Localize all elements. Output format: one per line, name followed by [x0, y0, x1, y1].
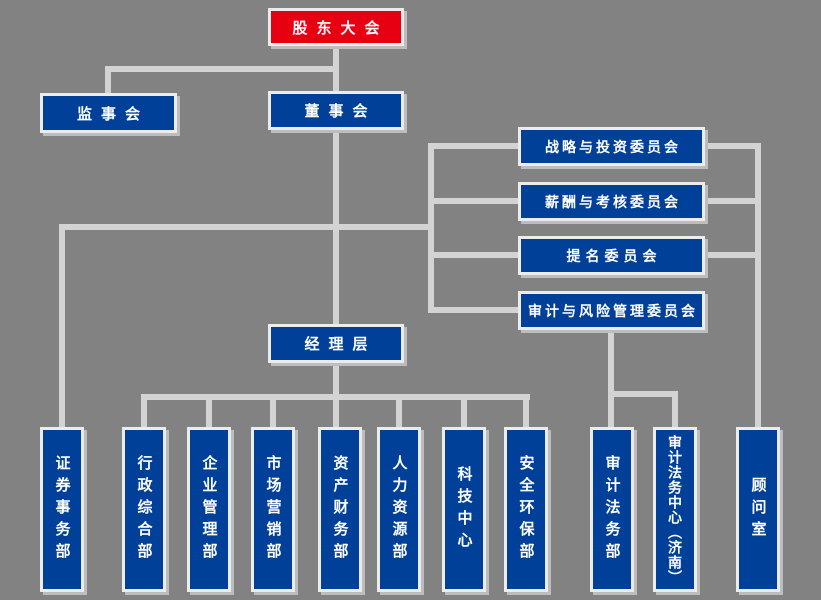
node-label: 薪酬与考核委员会 — [545, 193, 681, 210]
connector-line — [755, 143, 761, 429]
node-audit-legal-dept: 审计法务部 — [590, 427, 634, 592]
connector-line — [428, 307, 518, 313]
node-shareholders-meeting: 股东大会 — [268, 8, 404, 46]
node-nomination-committee: 提名委员会 — [518, 236, 705, 275]
node-label: 董事会 — [304, 103, 377, 120]
node-remuneration-appraisal-committee: 薪酬与考核委员会 — [518, 182, 705, 221]
connector-line — [59, 224, 65, 429]
node-technology-center: 科技中心 — [442, 427, 486, 592]
node-marketing-dept: 市场营销部 — [251, 427, 295, 592]
connector-line — [608, 330, 614, 429]
node-label: 审计法务部 — [603, 454, 621, 565]
node-enterprise-management-dept: 企业管理部 — [187, 427, 231, 592]
connector-line — [523, 394, 529, 429]
node-label: 战略与投资委员会 — [545, 138, 681, 155]
node-label: 证券事务部 — [53, 454, 71, 565]
connector-line — [105, 66, 111, 95]
connector-line — [705, 198, 758, 204]
connector-line — [270, 394, 276, 429]
connector-line — [608, 391, 678, 397]
connector-line — [396, 394, 402, 429]
node-admin-general-dept: 行政综合部 — [122, 427, 166, 592]
node-label: 顾问室 — [749, 476, 767, 543]
connector-line — [705, 252, 758, 258]
node-label: 科技中心 — [455, 465, 473, 554]
connector-line — [428, 143, 518, 149]
node-consultant-office: 顾问室 — [736, 427, 780, 592]
node-label: 提名委员会 — [566, 247, 662, 264]
node-strategy-investment-committee: 战略与投资委员会 — [518, 127, 705, 166]
node-label: 经理层 — [304, 336, 377, 353]
node-safety-environment-dept: 安全环保部 — [504, 427, 548, 592]
node-securities-affairs-dept: 证券事务部 — [40, 427, 84, 592]
node-label: 监事会 — [76, 105, 149, 123]
node-asset-finance-dept: 资产财务部 — [318, 427, 362, 592]
node-label: 股东大会 — [292, 19, 389, 37]
node-label: 审计与风险管理委员会 — [528, 302, 698, 319]
node-audit-legal-center-jinan: 审计法务中心（济南） — [653, 427, 697, 592]
node-label: 人力资源部 — [390, 454, 408, 565]
node-label: 安全环保部 — [517, 454, 535, 565]
connector-line — [461, 394, 467, 429]
node-management-level: 经理层 — [268, 324, 404, 363]
connector-line — [141, 394, 530, 400]
connector-line — [428, 252, 518, 258]
node-label: 市场营销部 — [264, 454, 282, 565]
connector-line — [105, 66, 339, 72]
node-label: 企业管理部 — [200, 454, 218, 565]
connector-line — [141, 394, 147, 429]
connector-line — [428, 198, 518, 204]
node-human-resources-dept: 人力资源部 — [377, 427, 421, 592]
node-label: 行政综合部 — [135, 454, 153, 565]
node-supervisory-board: 监事会 — [40, 93, 177, 133]
node-label: 资产财务部 — [331, 454, 349, 565]
connector-line — [206, 394, 212, 429]
node-board-of-directors: 董事会 — [268, 91, 404, 130]
node-label: 审计法务中心（济南） — [667, 434, 683, 585]
connector-line — [59, 224, 434, 230]
connector-line — [672, 391, 678, 429]
node-audit-risk-management-committee: 审计与风险管理委员会 — [518, 291, 705, 330]
connector-line — [428, 143, 434, 313]
connector-line — [705, 143, 758, 149]
